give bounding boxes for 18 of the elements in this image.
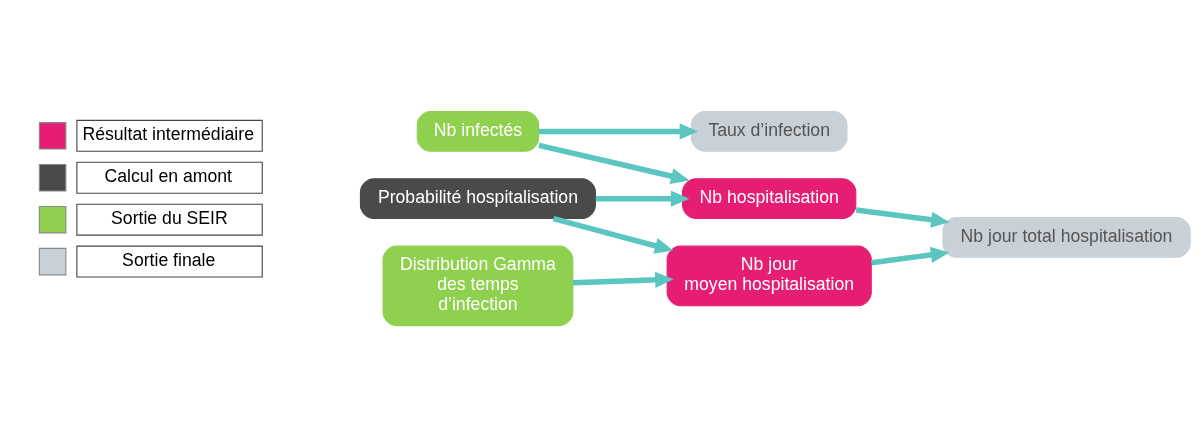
node-box: Nb infectés [416,110,540,152]
node-box: Taux d’infection [690,110,848,152]
legend-label: Calcul en amont [104,165,232,186]
node-box: Nb jour total hospitalisation [942,216,1191,258]
legend-label: Sortie finale [122,249,216,270]
arrow [595,190,690,207]
arrow [538,122,699,139]
node-box: Nb hospitalisation [682,177,857,219]
legend-label: Résultat intermédiaire [82,123,254,144]
legend-label: Sortie du SEIR [111,207,228,228]
arrow [855,206,950,228]
arrow [871,246,950,265]
node-box: Probabilité hospitalisation [359,177,596,219]
node-box: Distribution Gamma des temps d’infection [382,245,574,326]
node-box: Nb jour moyen hospitalisation [666,245,872,306]
arrow [538,142,690,184]
arrow [572,271,674,288]
arrow [552,215,674,254]
